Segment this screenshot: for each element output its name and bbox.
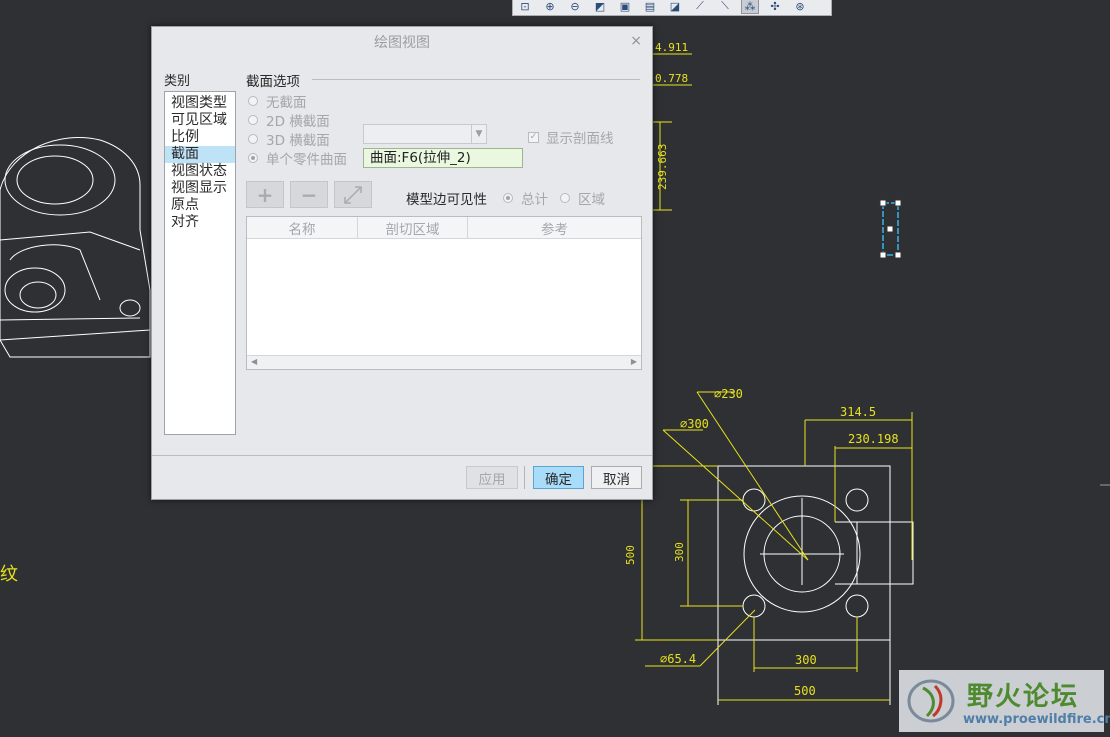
dim-text: 4.911 (655, 41, 688, 54)
dim-text: 300 (795, 653, 817, 667)
cross-section-dropdown[interactable]: ▼ (363, 124, 487, 144)
option-label: 区域 (578, 192, 605, 208)
csys-icon[interactable]: ✣ (770, 0, 780, 13)
radio-button[interactable] (248, 153, 258, 163)
chevron-down-icon[interactable]: ▼ (471, 125, 486, 143)
option-label: 无截面 (266, 95, 307, 111)
dim-text: ⌀300 (680, 417, 709, 431)
button-separator (524, 466, 525, 489)
ok-button[interactable]: 确定 (533, 466, 584, 489)
column-header-cut-area[interactable]: 剖切区域 (358, 217, 468, 238)
option-label: 2D 横截面 (266, 114, 330, 130)
plus-icon: + (256, 182, 274, 207)
watermark-url: www.proewildfire.cn (963, 712, 1110, 727)
saved-view-icon[interactable]: ▣ (619, 0, 631, 13)
checkbox-label: 显示剖面线 (546, 131, 614, 147)
dialog-title: 绘图视图 (374, 35, 430, 51)
column-header-reference[interactable]: 参考 (541, 221, 568, 238)
category-list: 视图类型 可见区域 比例 截面 视图状态 视图显示 原点 对齐 (164, 91, 236, 435)
surface-selection-field[interactable]: 曲面:F6(拉伸_2) (363, 148, 523, 168)
category-label: 类别 (164, 74, 191, 89)
apply-button[interactable]: 应用 (466, 466, 518, 489)
dim-text: 300 (673, 542, 686, 562)
flame-logo-icon (907, 679, 955, 723)
section-divider (312, 79, 640, 80)
edge-visibility-total[interactable]: 总计 (503, 188, 548, 208)
footer-divider (152, 455, 652, 456)
zoom-in-icon[interactable]: ⊕ (545, 0, 555, 13)
front-view (717, 465, 914, 705)
zoom-fit-icon[interactable]: ⊡ (520, 0, 530, 13)
option-3d-cross-section[interactable]: 3D 横截面 (248, 129, 330, 149)
edge-visibility-label: 模型边可见性 (406, 192, 487, 208)
dim-text: 230.198 (848, 432, 899, 446)
scroll-left-icon[interactable]: ◀ (251, 357, 258, 366)
dialog-title-bar[interactable]: 绘图视图 × (152, 27, 652, 57)
option-no-section[interactable]: 无截面 (248, 91, 307, 111)
dim-text: 239.663 (656, 144, 669, 190)
layer-icon[interactable]: ▤ (644, 0, 656, 13)
radio-button[interactable] (248, 96, 258, 106)
spin-center-icon[interactable]: ⊛ (795, 0, 805, 13)
show-hatching-checkbox[interactable]: ✓ 显示剖面线 (528, 127, 614, 147)
datum-axis-icon[interactable]: ⟍ (721, 0, 729, 12)
display-style-icon[interactable]: ◪ (669, 0, 681, 13)
column-header-name[interactable]: 名称 (247, 217, 358, 238)
dim-text: ⌀230 (714, 387, 743, 401)
radio-button[interactable] (248, 134, 258, 144)
category-view-states[interactable]: 视图状态 (171, 163, 227, 179)
drawing-note-fragment: 纹 (0, 564, 18, 585)
checkbox[interactable]: ✓ (528, 131, 539, 143)
category-view-type[interactable]: 视图类型 (171, 95, 227, 111)
datum-point-icon[interactable]: ⁂ (741, 0, 759, 14)
isometric-part-view (0, 136, 151, 358)
cancel-button[interactable]: 取消 (591, 466, 642, 489)
dim-text: 500 (624, 545, 637, 565)
section-table[interactable]: 名称 剖切区域 参考 ◀ ▶ (246, 216, 642, 370)
watermark-title: 野火论坛 (967, 682, 1080, 712)
add-section-button[interactable]: + (246, 181, 284, 208)
category-origin[interactable]: 原点 (171, 197, 199, 213)
flip-section-button[interactable] (334, 181, 372, 208)
zoom-out-icon[interactable]: ⊖ (570, 0, 580, 13)
category-alignment[interactable]: 对齐 (171, 214, 199, 230)
category-scale[interactable]: 比例 (171, 129, 199, 145)
option-label: 总计 (521, 192, 548, 208)
dim-text: 500 (794, 684, 816, 698)
repaint-icon[interactable]: ◩ (594, 0, 606, 13)
radio-button[interactable] (560, 193, 570, 203)
drawing-view-dialog: 绘图视图 × 类别 视图类型 可见区域 比例 截面 视图状态 视图显示 原点 对… (151, 26, 653, 500)
edge-visibility-area[interactable]: 区域 (560, 188, 605, 208)
category-view-display[interactable]: 视图显示 (171, 180, 227, 196)
dimension-lines (635, 391, 913, 701)
forum-watermark: 野火论坛 www.proewildfire.cn (899, 670, 1110, 732)
dim-text: 0.778 (655, 72, 688, 85)
flip-arrows-icon (344, 185, 362, 204)
radio-button[interactable] (503, 193, 513, 203)
horizontal-scrollbar[interactable]: ◀ ▶ (247, 355, 641, 369)
category-visible-area[interactable]: 可见区域 (171, 112, 227, 128)
scroll-right-icon[interactable]: ▶ (630, 357, 637, 366)
dim-text: 314.5 (840, 405, 876, 419)
table-header: 名称 剖切区域 参考 (247, 217, 641, 239)
graphics-toolbar: ⊡ ⊕ ⊖ ◩ ▣ ▤ ◪ ⟋ ⟍ ⁂ ✣ ⊛ (512, 0, 832, 16)
option-2d-cross-section[interactable]: 2D 横截面 (248, 110, 330, 130)
category-sections[interactable]: 截面 (165, 146, 235, 163)
minus-icon: − (300, 182, 318, 207)
section-options-title: 截面选项 (246, 74, 300, 90)
option-label: 3D 横截面 (266, 133, 330, 149)
selected-entity[interactable] (879, 199, 902, 259)
radio-button[interactable] (248, 115, 258, 125)
dim-text: ⌀65.4 (660, 652, 696, 666)
datum-plane-icon[interactable]: ⟋ (696, 0, 704, 12)
close-icon[interactable]: × (630, 33, 642, 49)
remove-section-button[interactable]: − (290, 181, 328, 208)
option-single-part-surface[interactable]: 单个零件曲面 (248, 148, 347, 168)
option-label: 单个零件曲面 (266, 152, 347, 168)
